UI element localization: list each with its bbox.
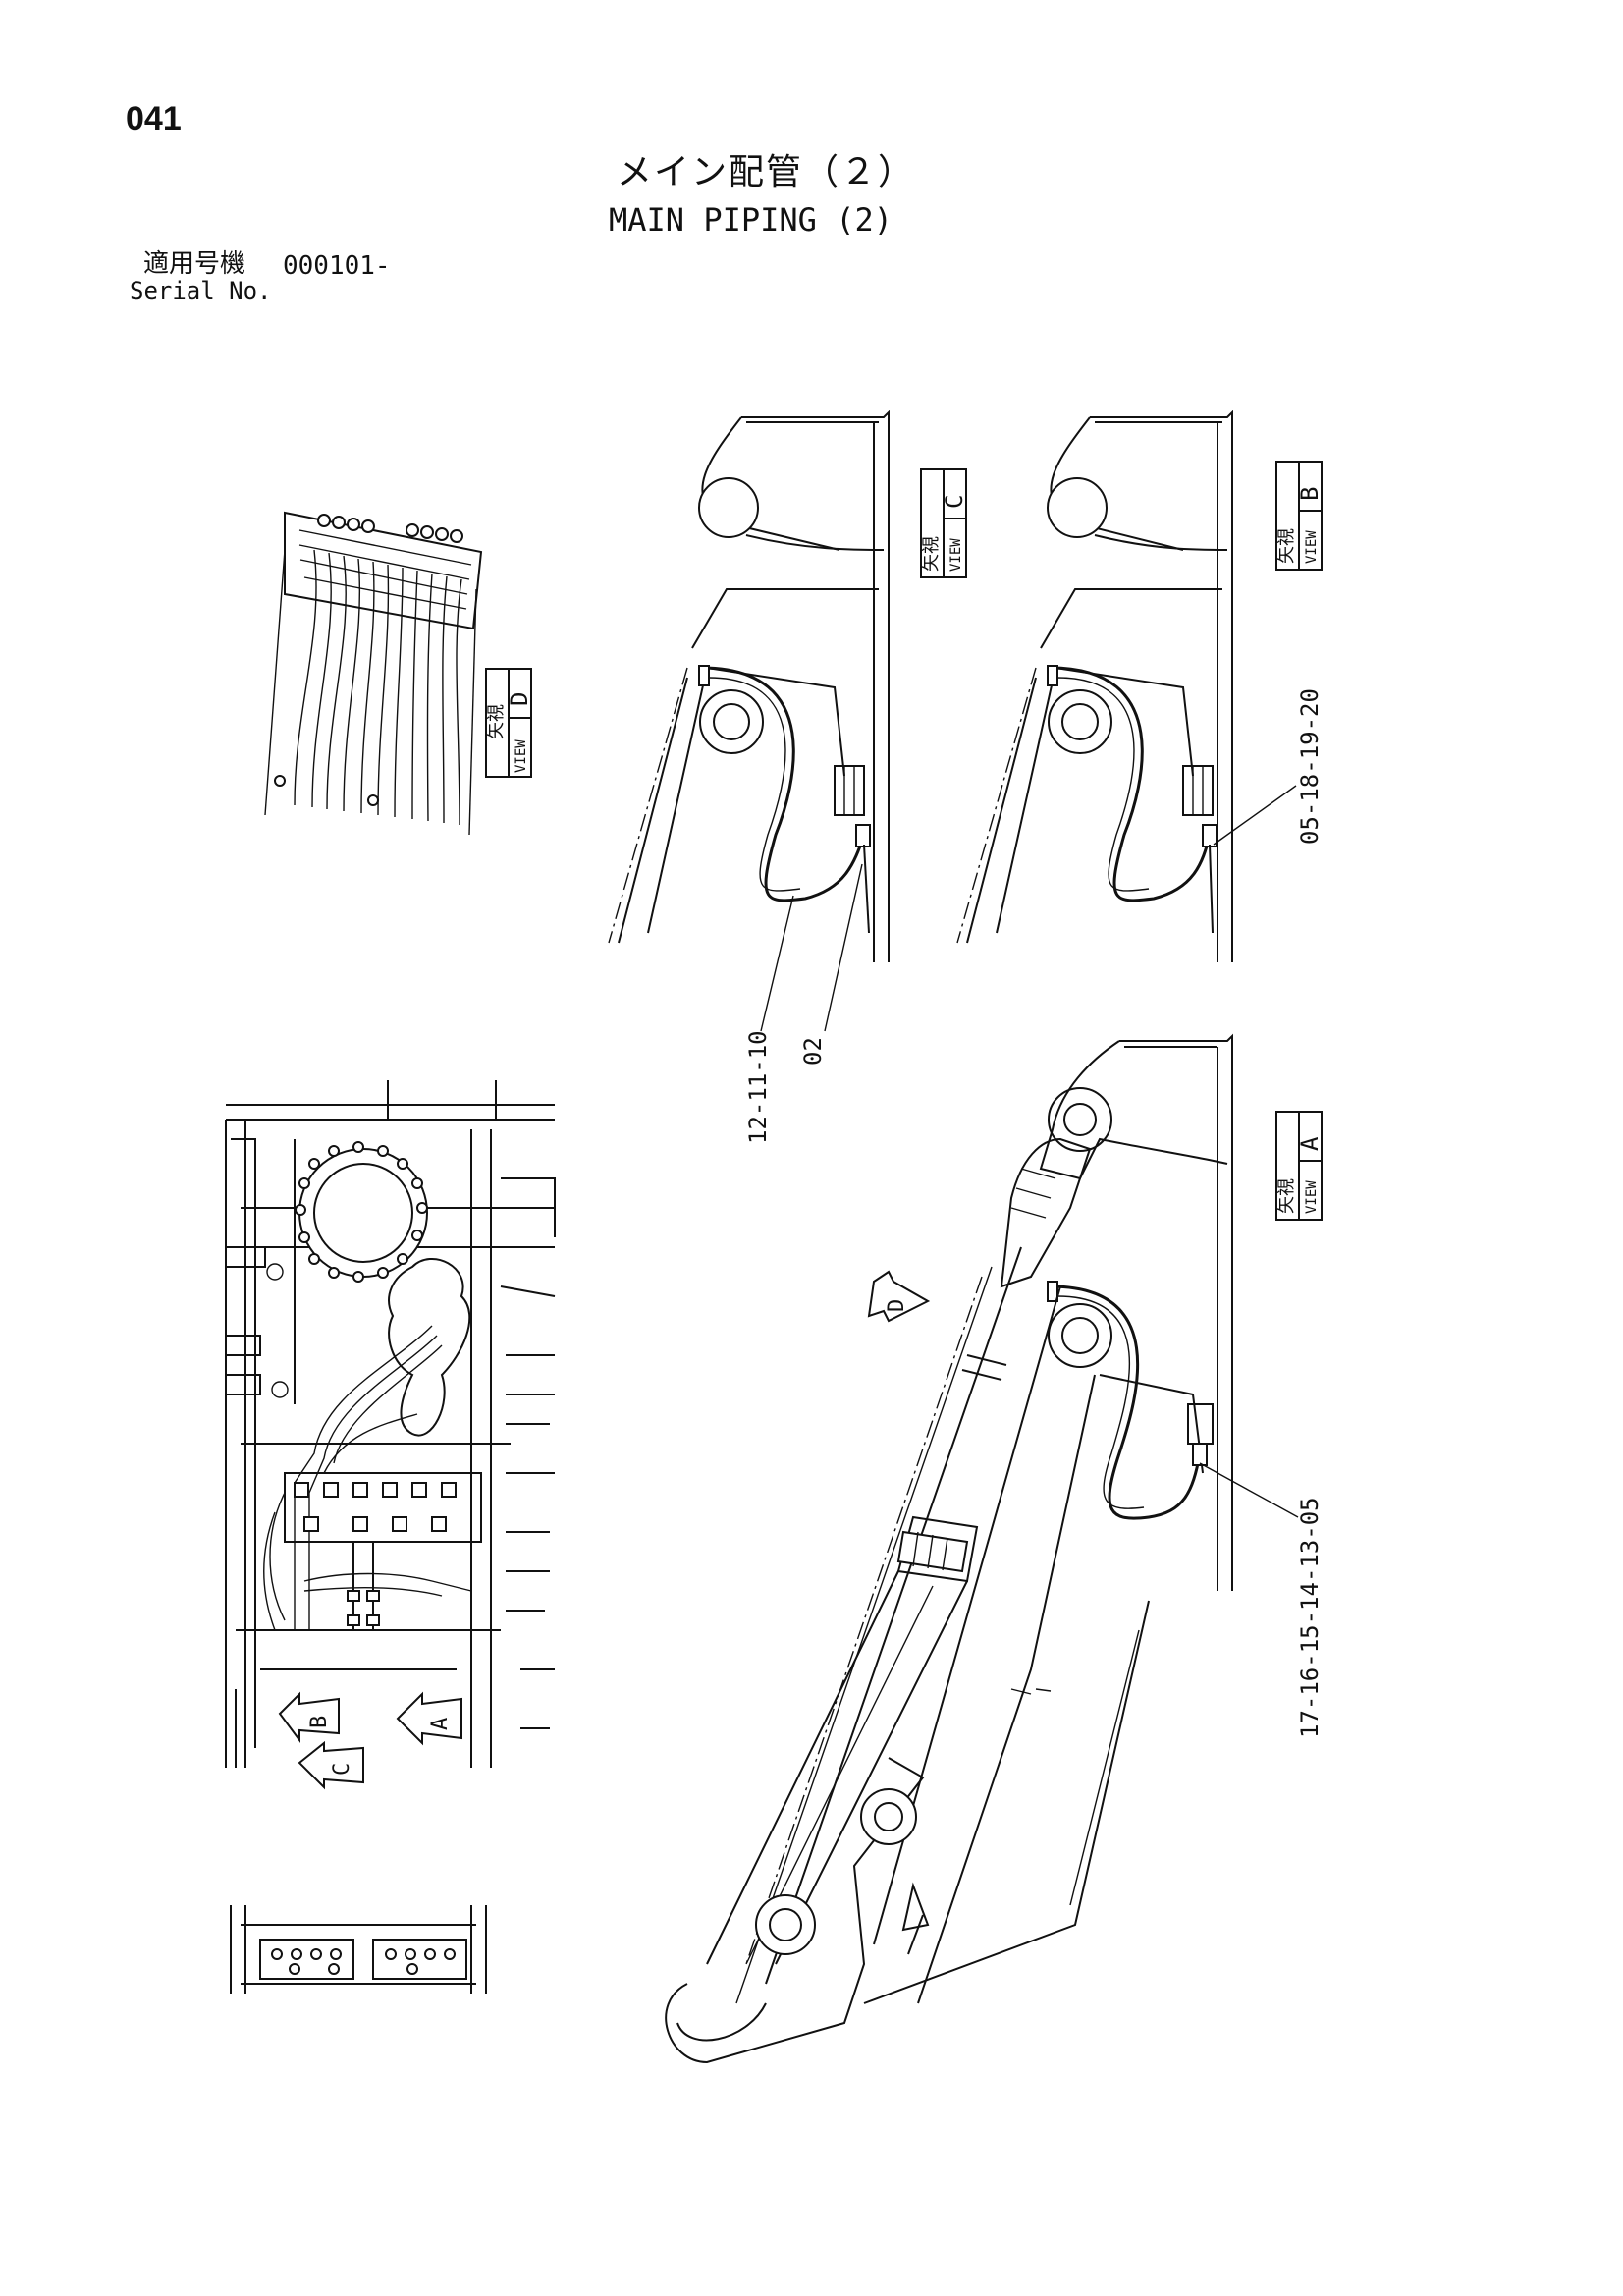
view-a-en: VIEW (1304, 1180, 1320, 1214)
arrow-c-letter: C (330, 1763, 354, 1776)
view-b-jp: 矢視 (1276, 528, 1297, 564)
view-c-jp: 矢視 (921, 536, 942, 572)
serial-label-jp: 適用号機 (143, 249, 246, 279)
part-label-05-18-19-20: 05-18-19-20 (1296, 688, 1324, 845)
arrow-a-letter: A (428, 1718, 453, 1730)
view-d-en: VIEW (514, 739, 529, 773)
view-a-label: 矢視 VIEW A (1275, 1111, 1324, 1221)
arrow-b-letter: B (307, 1716, 332, 1728)
arrow-d: D (867, 1270, 931, 1323)
view-c-en: VIEW (948, 538, 964, 572)
view-c-drawing (608, 410, 890, 1032)
view-a-letter: A (1296, 1136, 1324, 1151)
view-d-hose-bundle (264, 511, 483, 836)
view-b-en: VIEW (1304, 530, 1320, 564)
view-b-label: 矢視 VIEW B (1275, 461, 1324, 571)
serial-label-en: Serial No. (130, 277, 272, 304)
view-a-jp: 矢視 (1276, 1178, 1297, 1214)
view-b-letter: B (1296, 487, 1324, 501)
view-a-boom (665, 1033, 1299, 2064)
serial-value: 000101- (283, 251, 391, 281)
arrow-d-letter: D (885, 1299, 909, 1312)
upper-structure-chassis (225, 1080, 556, 1768)
page-title-en: MAIN PIPING (2) (609, 201, 893, 239)
lower-detail-section (230, 1905, 487, 1994)
view-b-drawing (956, 410, 1297, 962)
arrow-a: A (396, 1691, 462, 1746)
part-label-12-11-10: 12-11-10 (744, 1030, 772, 1144)
part-label-17-16-15-14-13-05: 17-16-15-14-13-05 (1296, 1497, 1324, 1738)
view-c-letter: C (941, 495, 968, 509)
view-c-label: 矢視 VIEW C (920, 468, 968, 578)
page-number: 041 (126, 100, 182, 137)
arrow-c: C (298, 1740, 364, 1790)
page-title-jp: メイン配管（２） (617, 152, 916, 192)
part-label-02: 02 (799, 1037, 827, 1066)
view-d-jp: 矢視 (486, 704, 507, 739)
view-d-letter: D (506, 692, 533, 706)
arrow-b: B (278, 1691, 340, 1744)
view-d-label: 矢視 VIEW D (485, 668, 533, 778)
